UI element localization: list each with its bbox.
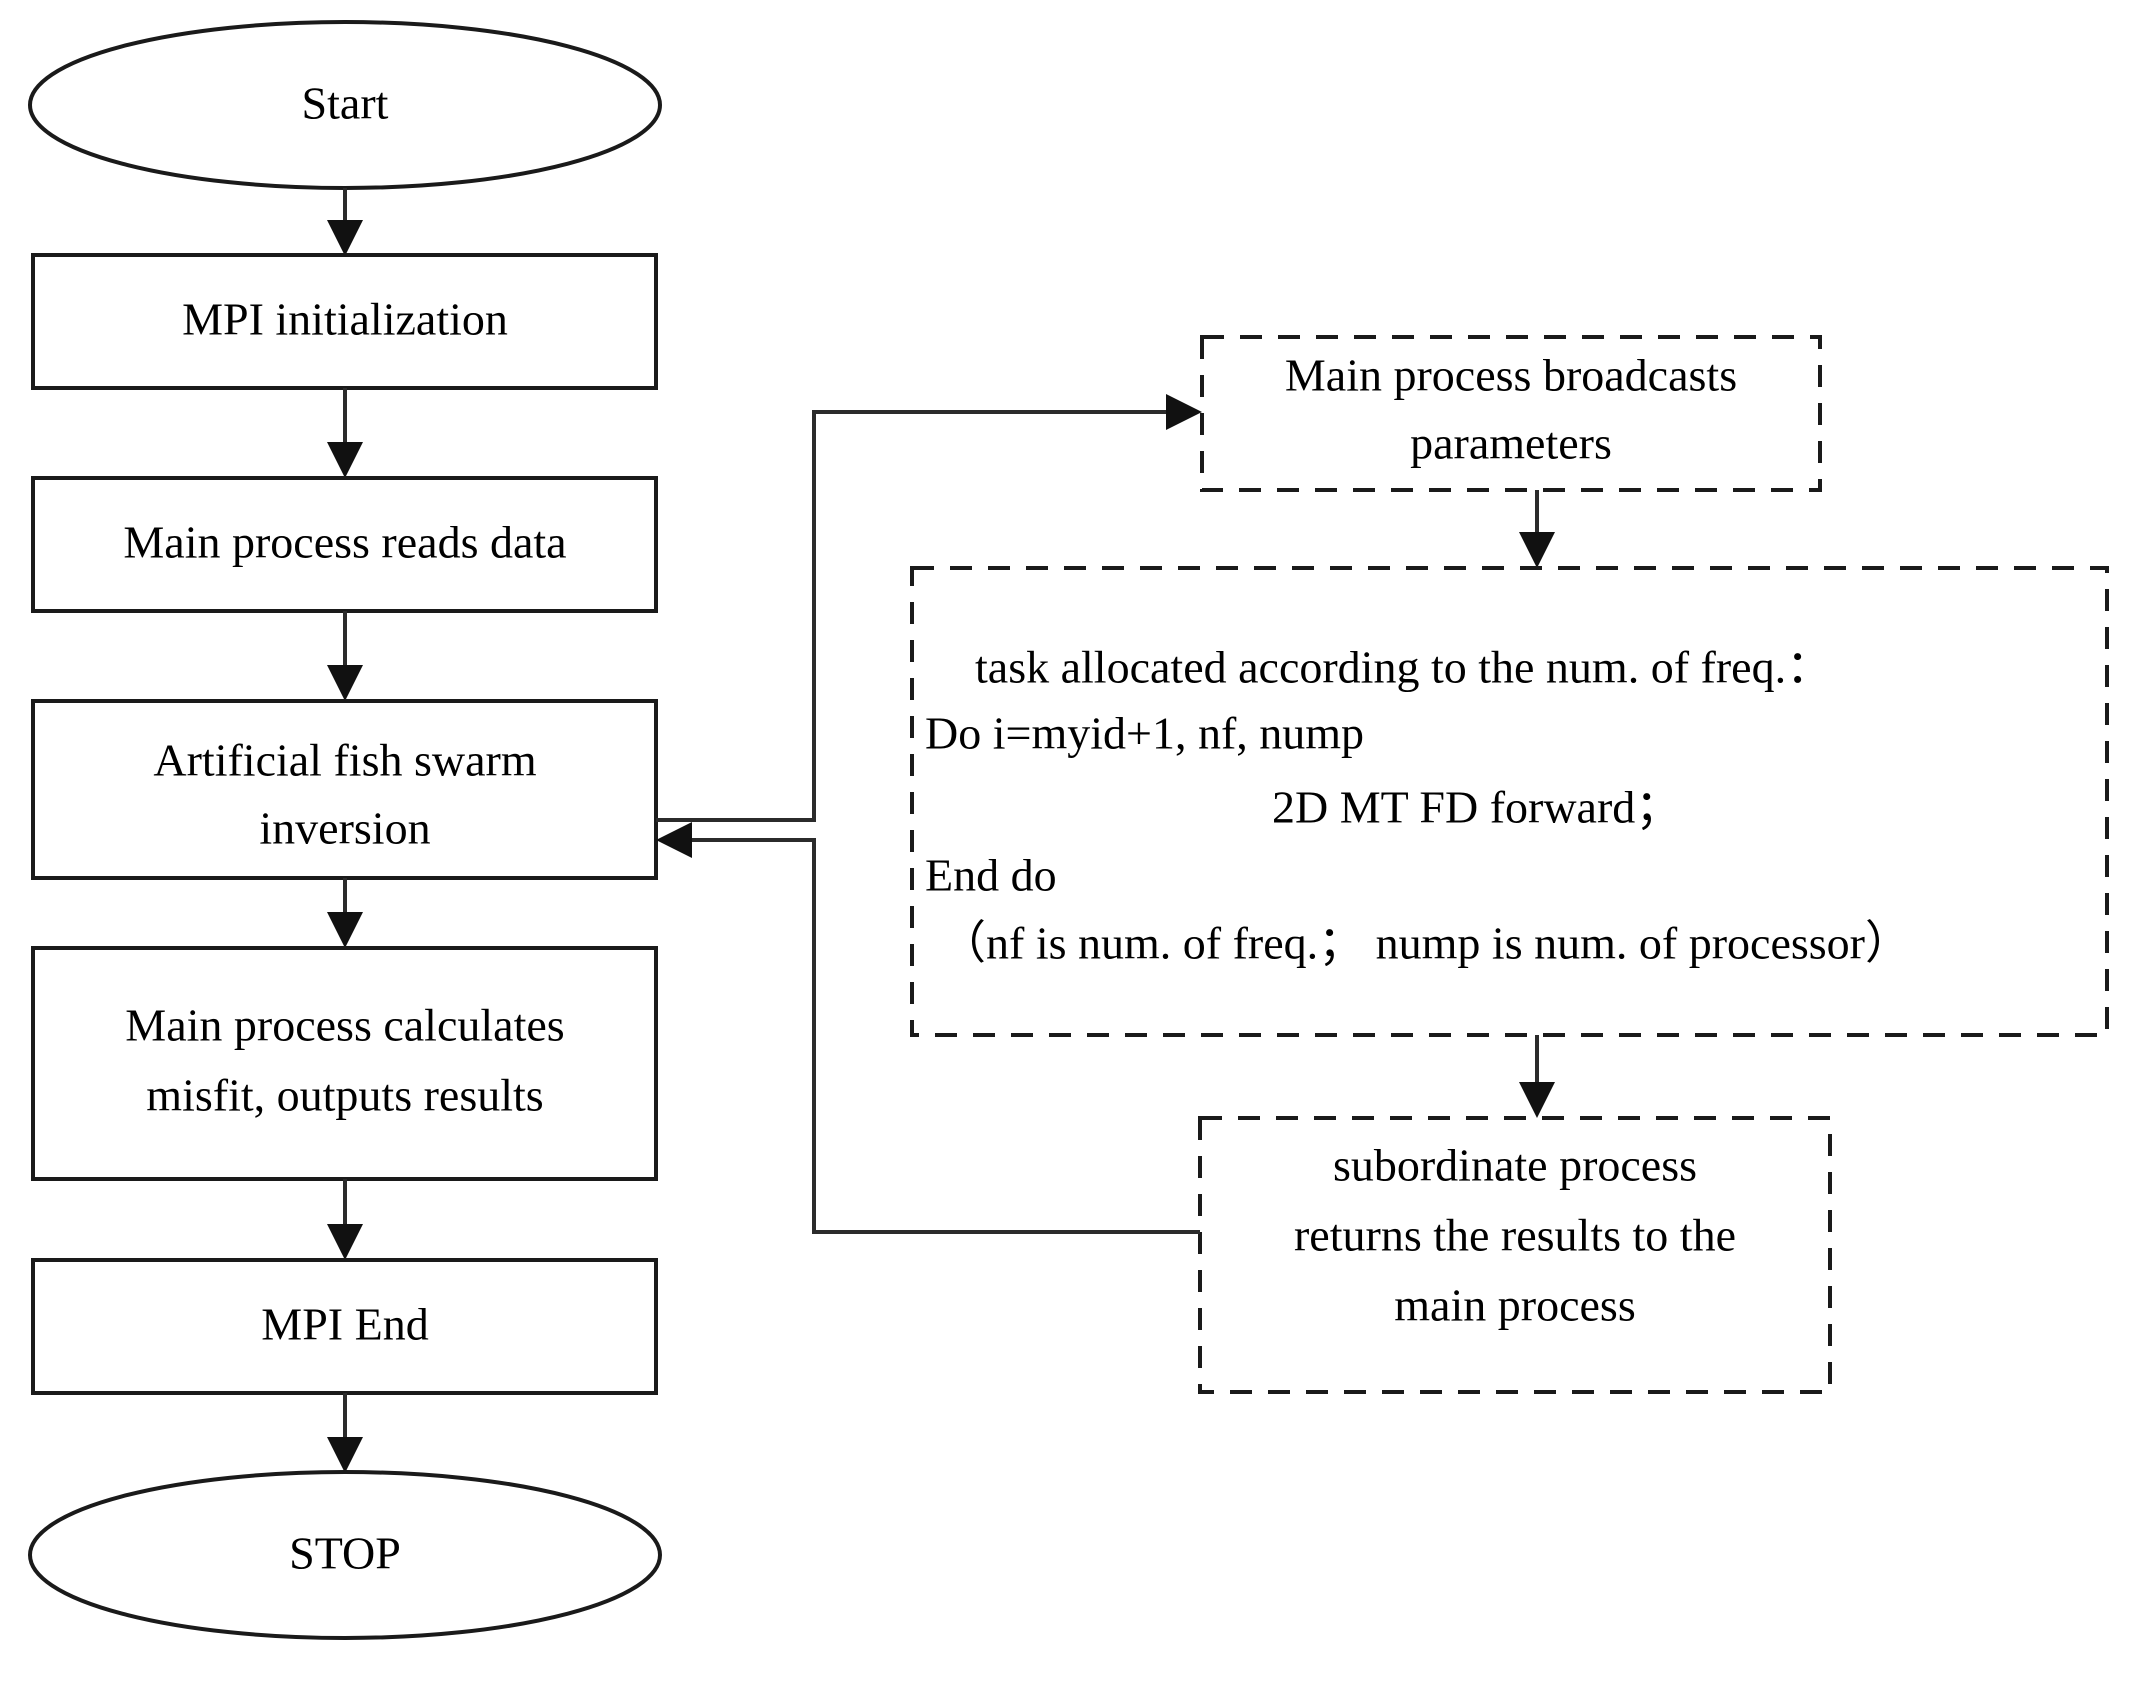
edge-broadcast-to-task-block [1519, 490, 1555, 568]
edge-task-block-to-subordinate [1519, 1035, 1555, 1118]
arrow-head-icon [1519, 532, 1555, 568]
arrow-head-icon [1166, 394, 1202, 430]
edge-read-data-to-afsa [327, 611, 363, 701]
broadcast-box-shape [1200, 335, 1822, 492]
task-block-shape [910, 566, 2109, 1037]
edge-path [656, 410, 1178, 822]
edge-mpi-init-to-read-data [327, 388, 363, 478]
arrow-head-icon [327, 1224, 363, 1260]
afsa-label-line1: Artificial fish swarm [153, 735, 536, 786]
stop-ellipse-shape [28, 1470, 662, 1640]
read-data-label: Main process reads data [123, 517, 566, 568]
broadcast-label-line1: Main process broadcasts [1285, 350, 1737, 401]
edge-afsa-to-misfit [327, 878, 363, 948]
task-line-5: （nf is num. of freq.； nump is num. of pr… [940, 918, 1911, 969]
afsa-label-line2: inversion [259, 803, 430, 854]
node-task-allocation-block: task allocated according to the num. of … [910, 566, 2109, 1037]
node-subordinate-process-returns-results: subordinate process returns the results … [1198, 1116, 1832, 1394]
node-mpi-initialization: MPI initialization [31, 253, 658, 390]
task-line-4: End do [925, 850, 1057, 901]
subordinate-label-line2: returns the results to the [1294, 1210, 1736, 1261]
misfit-label-line2: misfit, outputs results [146, 1070, 543, 1121]
node-main-process-reads-data: Main process reads data [31, 476, 658, 613]
node-main-process-broadcasts-parameters: Main process broadcasts parameters [1200, 335, 1822, 492]
stop-label: STOP [289, 1528, 401, 1579]
task-line-3: 2D MT FD forward； [1272, 782, 1681, 833]
arrow-head-icon [327, 665, 363, 701]
edge-misfit-to-mpi-end [327, 1179, 363, 1260]
node-start: Start [28, 20, 662, 190]
node-stop: STOP [28, 1470, 662, 1640]
mpi-end-box-shape [31, 1258, 658, 1395]
task-line-1: task allocated according to the num. of … [975, 642, 1832, 693]
subordinate-box-shape [1198, 1116, 1832, 1394]
arrow-head-icon [327, 1437, 363, 1473]
arrow-head-icon [656, 822, 692, 858]
node-mpi-end: MPI End [31, 1258, 658, 1395]
misfit-box-shape [31, 946, 658, 1181]
misfit-label-line1: Main process calculates [125, 1000, 564, 1051]
task-line-2: Do i=myid+1, nf, nump [925, 708, 1364, 759]
arrow-head-icon [327, 220, 363, 256]
edge-mpi-end-to-stop [327, 1393, 363, 1473]
arrow-head-icon [1519, 1082, 1555, 1118]
subordinate-label-line1: subordinate process [1333, 1140, 1697, 1191]
mpi-init-label: MPI initialization [182, 294, 508, 345]
mpi-end-label: MPI End [261, 1299, 428, 1350]
edge-subordinate-to-afsa [656, 822, 1200, 1234]
arrow-head-icon [327, 442, 363, 478]
broadcast-label-line2: parameters [1410, 418, 1612, 469]
edge-afsa-to-broadcast [656, 394, 1202, 822]
edge-start-to-mpi-init [327, 188, 363, 256]
subordinate-label-line3: main process [1394, 1280, 1635, 1331]
arrow-head-icon [327, 912, 363, 948]
node-main-process-calculates-misfit: Main process calculates misfit, outputs … [31, 946, 658, 1181]
edge-path [680, 838, 1200, 1234]
mpi-init-box-shape [31, 253, 658, 390]
node-artificial-fish-swarm-inversion: Artificial fish swarm inversion [31, 699, 658, 880]
start-label: Start [302, 78, 389, 129]
afsa-box-shape [31, 699, 658, 880]
